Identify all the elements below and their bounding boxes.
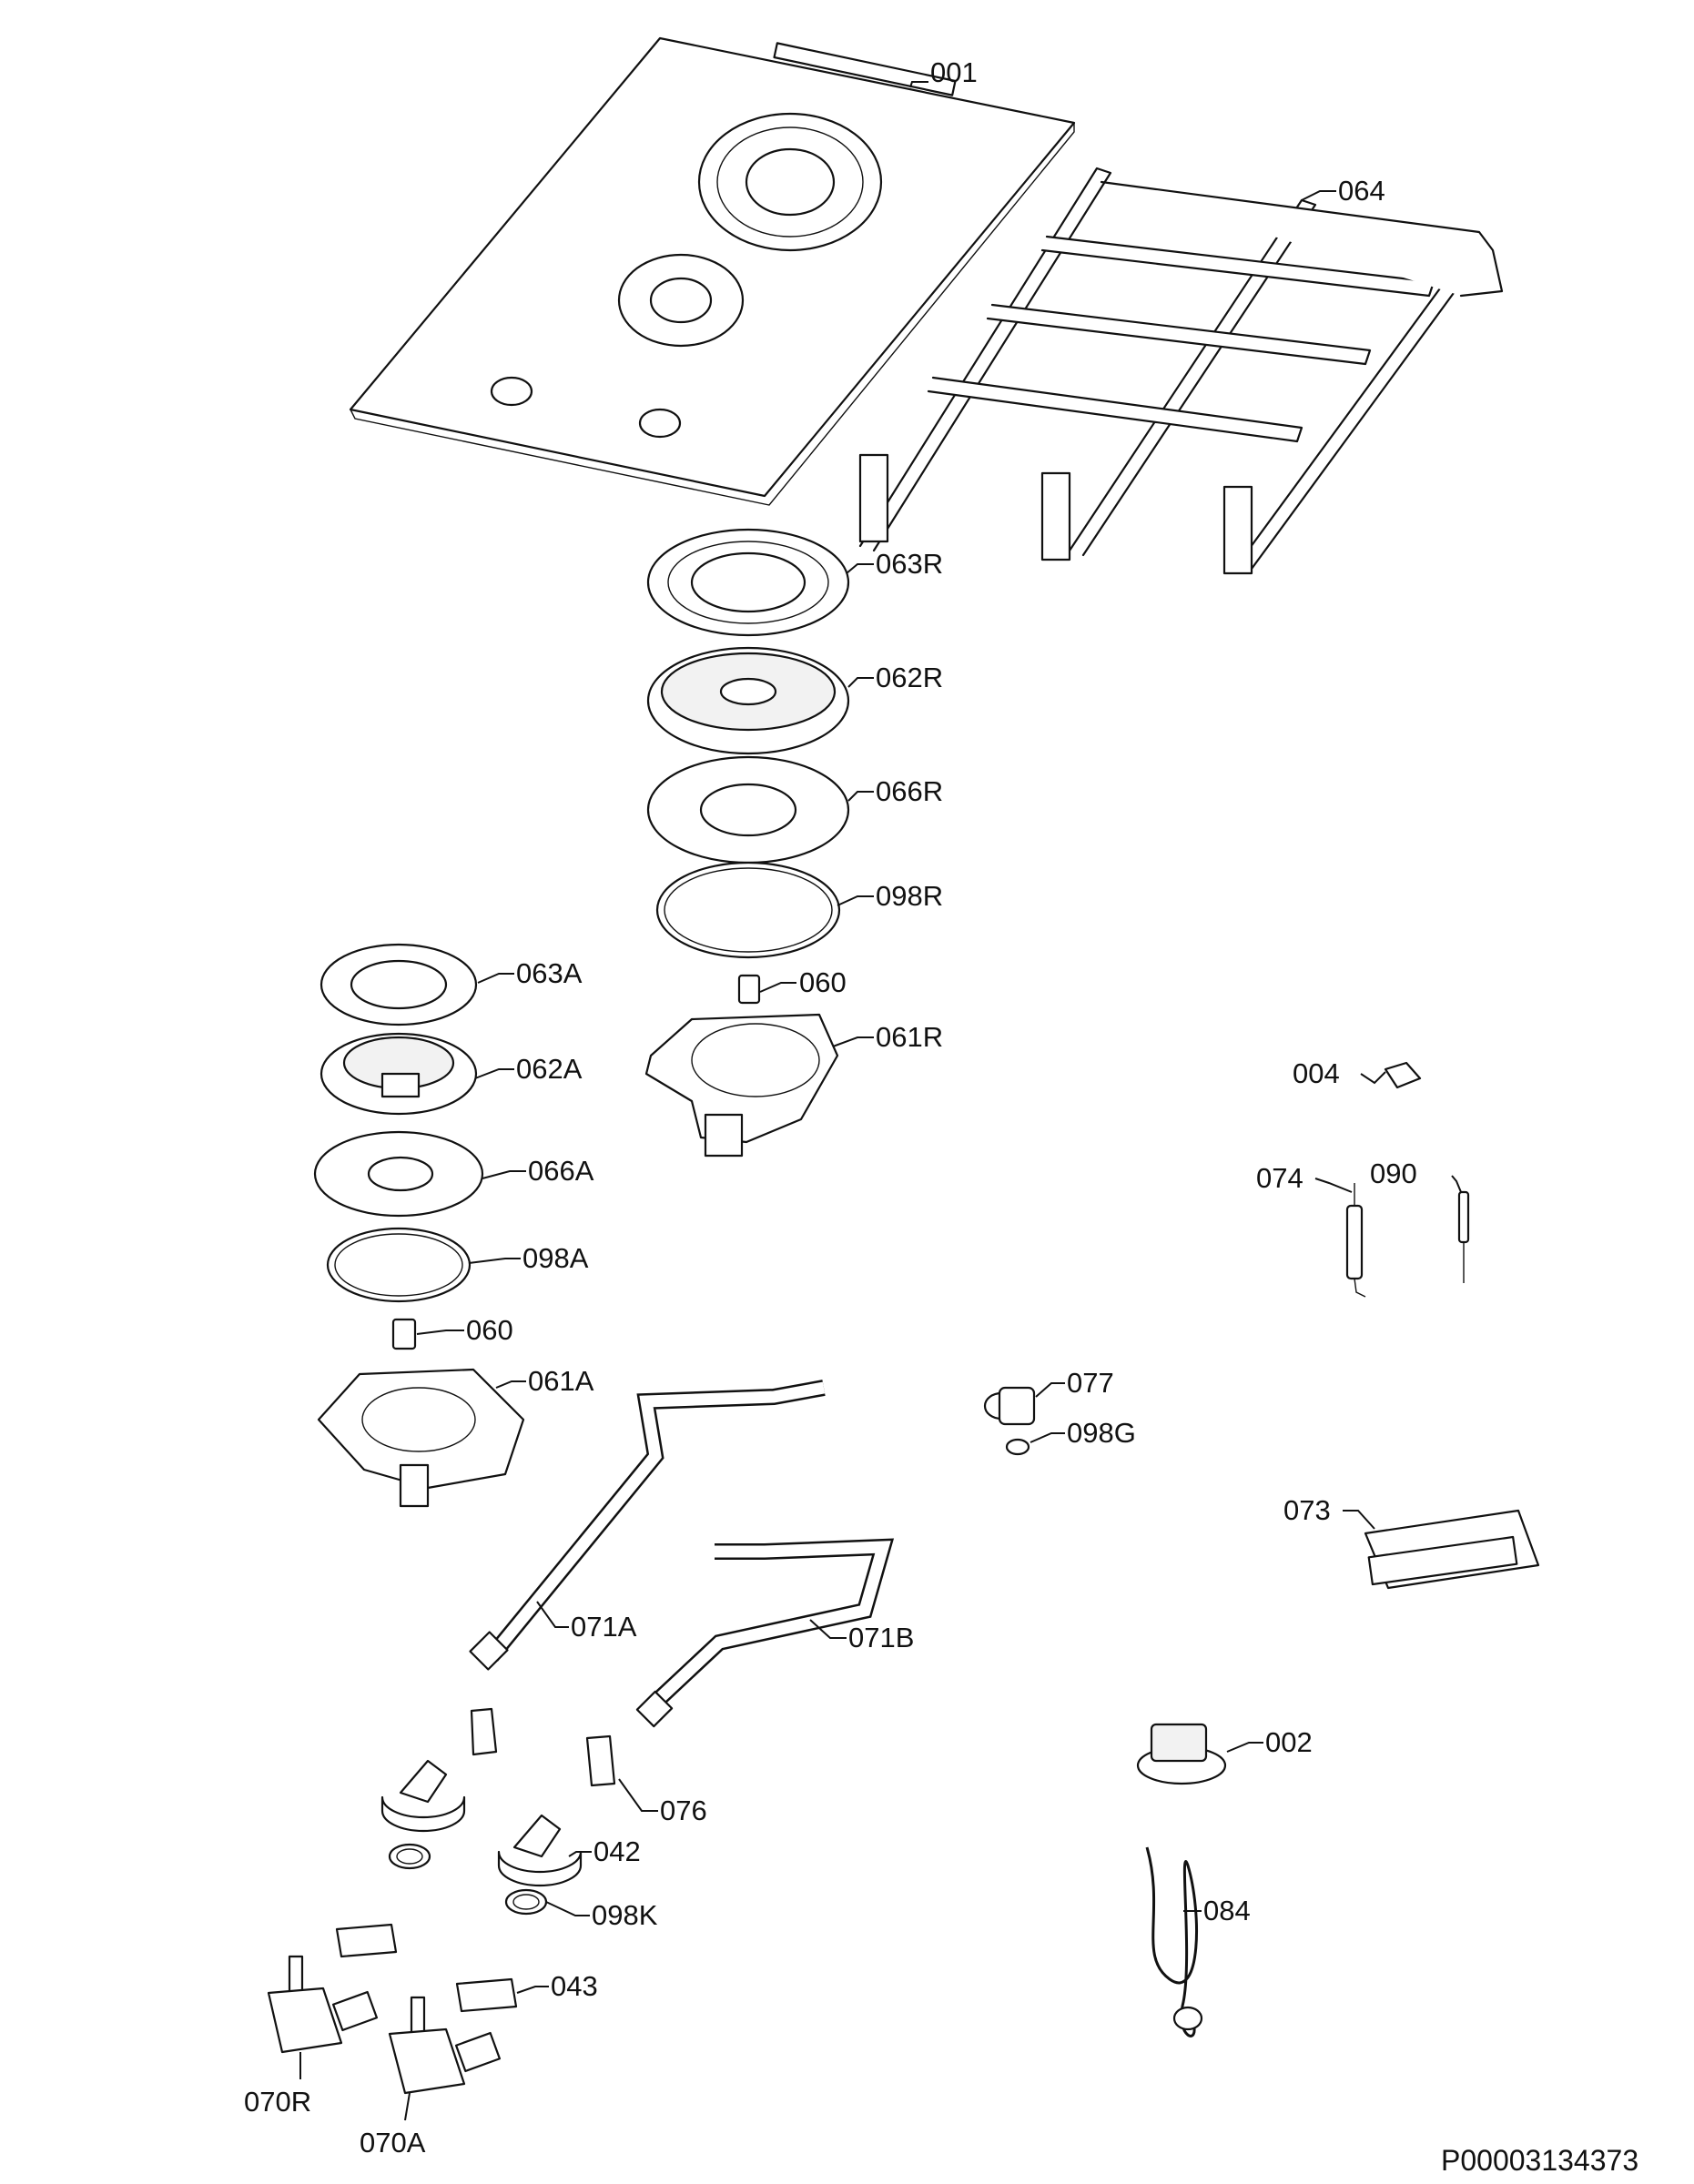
label-084: 084 — [1203, 1895, 1251, 1926]
thermocouple-090 — [1457, 1190, 1470, 1283]
elbow-077 — [983, 1386, 1036, 1426]
gas-pipe-071B — [635, 1538, 895, 1728]
injector-060-right — [737, 974, 761, 1005]
microswitch-043-right — [455, 1977, 518, 2013]
label-060-right: 060 — [799, 966, 847, 998]
ignition-module-073 — [1364, 1509, 1540, 1590]
label-073: 073 — [1283, 1494, 1331, 1526]
label-070R: 070R — [244, 2086, 311, 2118]
burner-crown-062A — [320, 1032, 478, 1116]
label-062A: 062A — [516, 1053, 583, 1085]
label-042: 042 — [593, 1835, 641, 1867]
pan-support-grid — [858, 167, 1504, 575]
clip-004 — [1384, 1061, 1422, 1089]
injector-060-left — [391, 1318, 417, 1350]
label-071B: 071B — [848, 1622, 914, 1653]
label-004: 004 — [1293, 1057, 1340, 1089]
label-074: 074 — [1256, 1162, 1303, 1194]
ring-066R — [646, 755, 850, 864]
burner-cap-063A — [320, 943, 478, 1026]
label-090: 090 — [1370, 1158, 1417, 1189]
burner-body-061A — [317, 1368, 525, 1508]
burner-cap-063R — [646, 528, 850, 637]
callout-labels: 001 064 063R 062R 066R 098R 060 061R 063… — [244, 56, 1417, 2159]
gas-valve-070R — [267, 1955, 379, 2054]
knob-042-right — [497, 1814, 583, 1887]
burner-crown-062R — [646, 646, 850, 755]
label-061A: 061A — [528, 1365, 594, 1397]
label-062R: 062R — [876, 662, 943, 693]
seal-098R — [655, 861, 841, 959]
label-070A: 070A — [360, 2127, 426, 2159]
label-076: 076 — [660, 1795, 707, 1826]
bracket-076-right — [585, 1734, 616, 1787]
ring-066A — [313, 1130, 484, 1218]
label-098G: 098G — [1067, 1417, 1136, 1449]
label-063R: 063R — [876, 548, 943, 580]
washer-098G — [1005, 1438, 1030, 1456]
label-001: 001 — [930, 56, 978, 88]
burner-body-061R — [644, 1013, 839, 1158]
microswitch-043-left — [335, 1923, 398, 1958]
label-098K: 098K — [592, 1899, 658, 1931]
seal-098K-right — [504, 1888, 548, 1916]
hob-top-plate — [349, 36, 1076, 506]
label-061R: 061R — [876, 1021, 943, 1053]
label-064: 064 — [1338, 175, 1385, 207]
label-066R: 066R — [876, 775, 943, 807]
seal-098K-left — [388, 1843, 431, 1870]
gas-valve-070A — [388, 1996, 502, 2095]
label-077: 077 — [1067, 1367, 1114, 1399]
label-063A: 063A — [516, 957, 583, 989]
diagram-reference-code: P00003134373 — [1441, 2144, 1638, 2177]
electrode-074 — [1345, 1183, 1366, 1298]
label-060-left: 060 — [466, 1314, 513, 1346]
bracket-076-left — [470, 1707, 498, 1756]
label-098R: 098R — [876, 880, 943, 912]
label-066A: 066A — [528, 1155, 594, 1187]
gas-pipe-071A — [469, 1380, 826, 1671]
label-098A: 098A — [522, 1242, 589, 1274]
seal-098A — [326, 1227, 472, 1303]
leader-lines — [299, 81, 1462, 2121]
power-cable-084 — [1145, 1846, 1203, 2037]
label-002: 002 — [1265, 1726, 1313, 1758]
label-071A: 071A — [571, 1611, 637, 1643]
part-002 — [1136, 1723, 1227, 1785]
label-043: 043 — [551, 1970, 598, 2002]
knob-042-left — [380, 1759, 466, 1833]
